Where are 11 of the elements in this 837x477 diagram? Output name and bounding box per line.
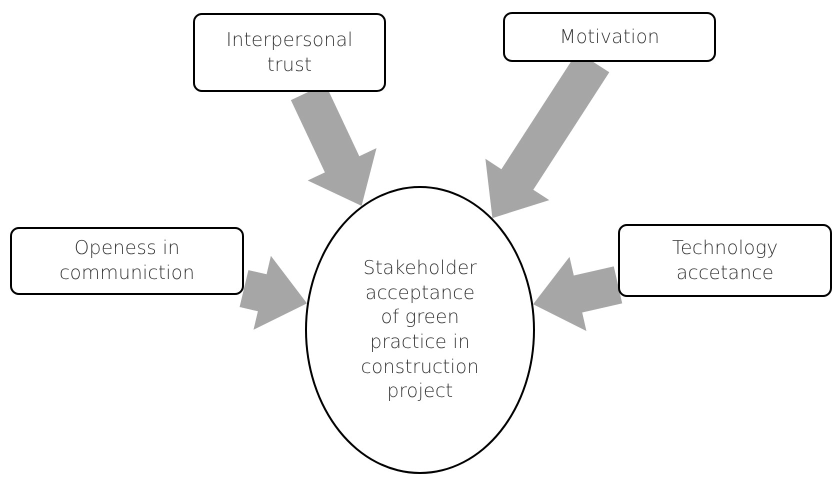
- node-label: Motivation: [558, 24, 661, 50]
- block-arrow: [533, 256, 622, 331]
- node-label: Interpersonal trust: [225, 28, 354, 78]
- rounded-box: [193, 13, 386, 92]
- rounded-box: [10, 227, 244, 295]
- rounded-box: [503, 12, 716, 62]
- block-arrow: [240, 256, 307, 330]
- rounded-box: [618, 224, 832, 297]
- node-label: Stakeholder acceptance of green practice in construction project: [360, 256, 480, 404]
- node-label: Openess in communiction: [58, 236, 196, 286]
- node-label: Technology accetance: [671, 236, 779, 286]
